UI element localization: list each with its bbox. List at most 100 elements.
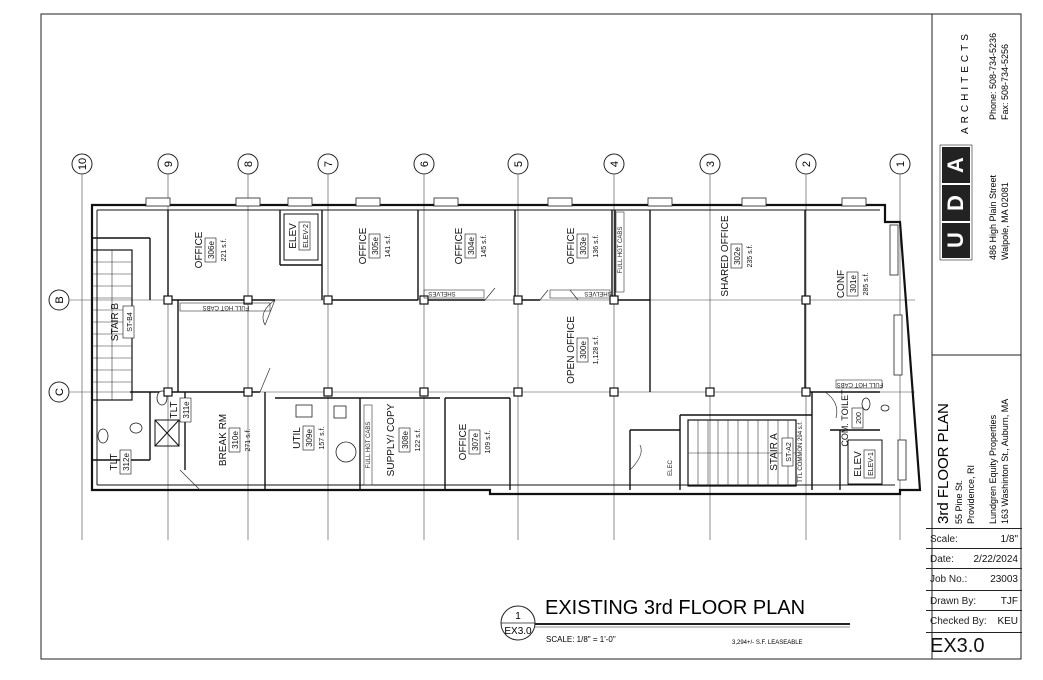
job-value: 23003 (990, 574, 1018, 585)
room-name: UTIL (292, 427, 303, 449)
room-shared-office-302e: SHARED OFFICE 302e 235 s.f. (720, 215, 754, 296)
room-stair-b: STAIR B ST-B4 (110, 303, 135, 341)
row-grid-bubbles: B C (48, 289, 70, 403)
room-name: CONF (836, 270, 847, 298)
room-area: 1,128 s.f. (593, 336, 600, 365)
room-tag: 311e (182, 401, 191, 419)
room-area: 136 s.f. (593, 234, 600, 257)
grid-col-label: 10 (77, 158, 89, 170)
grid-col-label: 1 (895, 161, 907, 167)
checked-row: Checked By: KEU (926, 610, 1022, 632)
grid-row-label: B (54, 296, 66, 303)
room-tag: ELEV-1 (868, 452, 875, 476)
note-full-hgt-cabs: FULL HGT CABS (618, 227, 624, 274)
room-open-office-300e: OPEN OFFICE 300e 1,128 s.f. (566, 316, 600, 384)
logo-letter: A (943, 157, 968, 173)
client-name: Lundgren Equity Properties (988, 414, 998, 524)
room-break-rm-310e: BREAK RM 310e 271 s.f. (218, 414, 252, 466)
note-full-hgt-cabs: FULL HGT CABS (203, 304, 250, 310)
grid-col-label: 4 (609, 161, 621, 167)
room-tag: 200 (856, 412, 863, 424)
room-name: COM. TOILET (840, 389, 850, 447)
client-address: 163 Washinton St., Auburn, MA (1000, 399, 1010, 524)
room-name: OPEN OFFICE (566, 316, 577, 384)
project-street: 55 Pine St. (954, 480, 964, 524)
room-name: STAIR A (769, 433, 780, 471)
firm-name: ARCHITECTS (960, 30, 971, 134)
grid-col-label: 7 (323, 161, 335, 167)
room-office-307e: OFFICE 307e 109 s.f. (458, 423, 492, 460)
logo-letter: D (943, 195, 968, 211)
date-row: Date: 2/22/2024 (926, 548, 1022, 568)
room-tlt-311e: TLT 311e (169, 397, 192, 423)
checked-label: Checked By: (930, 616, 987, 627)
scale-row: Scale: 1/8" (926, 528, 1022, 548)
room-name: SHARED OFFICE (720, 215, 731, 296)
room-tag: 307e (471, 433, 480, 451)
room-area: 141 s.f. (385, 234, 392, 257)
firm-fax: Fax: 508-734-5256 (1000, 44, 1010, 120)
casework (179, 211, 883, 486)
note-full-hgt-cabs: FULL HGT CABS (366, 422, 372, 469)
room-office-305e: OFFICE 305e 141 s.f. (358, 227, 392, 264)
sheet-border (40, 13, 1022, 660)
room-name: OFFICE (566, 227, 577, 264)
room-area: 157 s.f. (319, 426, 326, 449)
room-name: OFFICE (454, 227, 465, 264)
date-value: 2/22/2024 (973, 554, 1019, 565)
room-com-toilet-200: COM. TOILET 200 (840, 389, 864, 447)
room-area: TTL COMMON 294 s.f. (798, 421, 804, 483)
room-office-303e: OFFICE 303e 136 s.f. (566, 227, 600, 264)
stair-a-treads (687, 419, 797, 487)
room-tag: 306e (207, 241, 216, 259)
job-row: Job No.: 23003 (926, 568, 1022, 590)
room-supply-copy-308e: SUPPLY/ COPY 308e 122 s.f. (386, 403, 422, 476)
room-tag: 301e (849, 275, 858, 293)
building-walls (90, 197, 922, 496)
room-name: OFFICE (358, 227, 369, 264)
firm-address-2: Walpole, MA 02081 (1000, 182, 1010, 260)
drawing-number: 1 (515, 611, 521, 622)
room-area: 235 s.f. (747, 244, 754, 267)
grid-col-label: 9 (163, 161, 175, 167)
scale-label: Scale: (930, 534, 958, 545)
room-name: ELEV (853, 451, 864, 477)
checked-value: KEU (997, 616, 1018, 627)
note-elec: ELEC (668, 460, 674, 476)
room-tag: 302e (733, 247, 742, 265)
grid-col-label: 6 (419, 161, 431, 167)
room-name: ELEV (288, 223, 299, 249)
room-tag: ST-B4 (127, 312, 134, 332)
note-shelves: SHELVES (584, 290, 611, 296)
job-label: Job No.: (930, 574, 968, 585)
room-tag: 312e (122, 453, 131, 471)
room-name: TLT (109, 453, 120, 470)
drawn-value: TJF (1000, 596, 1018, 607)
room-tag: 305e (371, 237, 380, 255)
drawn-row: Drawn By: TJF (926, 590, 1022, 610)
room-tag: 310e (231, 431, 240, 449)
room-tag: 309e (305, 429, 314, 447)
room-name: BREAK RM (218, 414, 229, 466)
room-elev-2: ELEV ELEV-2 (288, 221, 311, 251)
drawing-title: EXISTING 3rd FLOOR PLAN (545, 597, 805, 619)
room-area: 221 s.f. (221, 238, 228, 261)
drawn-label: Drawn By: (930, 596, 977, 607)
door-swings (179, 287, 838, 491)
room-conf-301e: CONF 301e 285 s.f. (836, 270, 870, 298)
scale-value: 1/8" (1000, 534, 1018, 545)
leaseable-area: 3,294+/- S.F. LEASEABLE (732, 640, 803, 646)
room-tag: 304e (467, 237, 476, 255)
interior-walls (92, 210, 880, 490)
room-elev-1: ELEV ELEV-1 (853, 449, 876, 479)
date-label: Date: (930, 554, 954, 565)
note-full-hgt-cabs: FULL HGT CABS (837, 381, 884, 387)
room-name: STAIR B (110, 303, 121, 341)
sheet-number: EX3.0 (930, 635, 985, 657)
drawing-scale: SCALE: 1/8" = 1'-0" (546, 635, 616, 644)
firm-block: U D A ARCHITECTS 486 High Plain Street W… (939, 30, 1010, 261)
structural-columns (163, 295, 811, 397)
grid-col-label: 3 (705, 161, 717, 167)
